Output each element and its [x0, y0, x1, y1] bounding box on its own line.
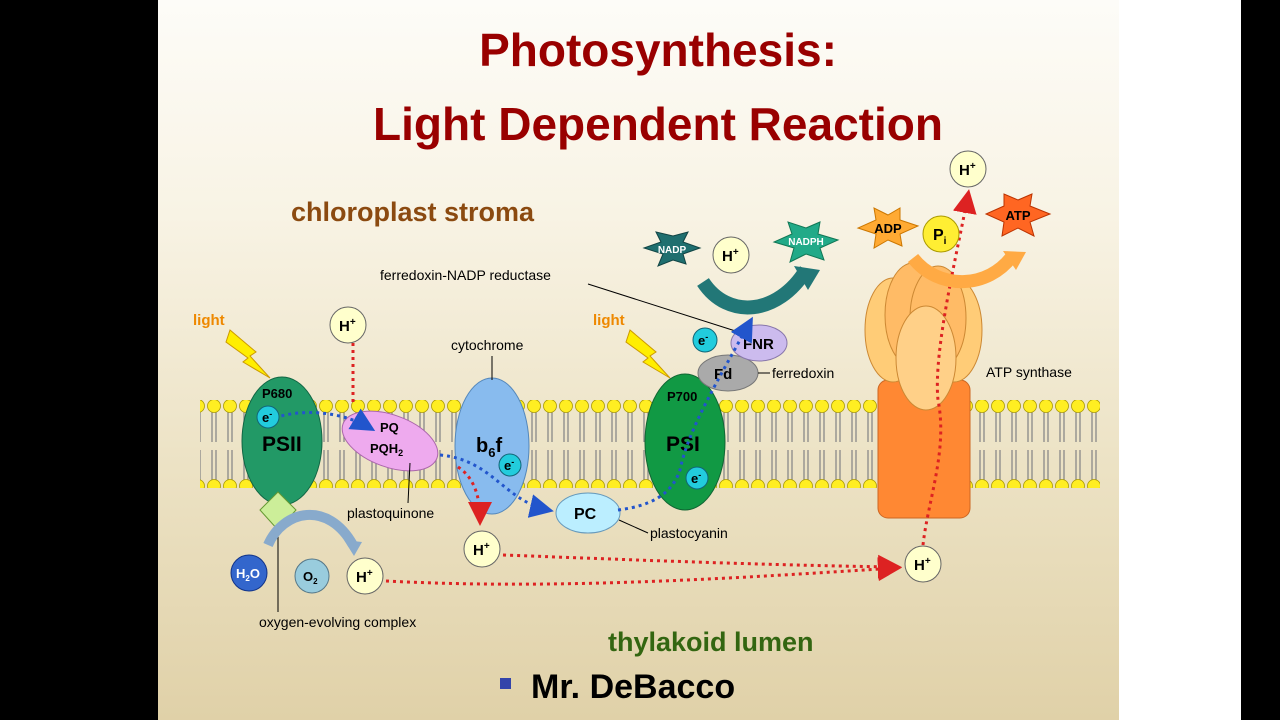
- fnr-pointer: [587, 283, 749, 336]
- proton-path-2: [385, 557, 902, 586]
- lightning-icon: [225, 329, 271, 379]
- nadp-label: NADP: [658, 245, 687, 256]
- electron-path-pc-fnr: [617, 316, 753, 512]
- plastocyanin-shape: [555, 492, 621, 534]
- atp-burst: [984, 193, 1052, 237]
- p680-label: P680: [262, 386, 292, 401]
- ferredoxin-label: ferredoxin: [772, 365, 834, 381]
- svg-text:e-: e-: [698, 332, 708, 348]
- pi-label: Pi: [933, 227, 947, 247]
- atp-synthase-label: ATP synthase: [986, 364, 1072, 380]
- oec-label: oxygen-evolving complex: [259, 614, 416, 630]
- proton-path-atp-synthase: [921, 189, 977, 546]
- atp-label: ATP: [1005, 208, 1030, 223]
- nadp-burst: [642, 231, 702, 267]
- slide: Photosynthesis: Light Dependent Reaction…: [158, 0, 1119, 720]
- nadph-burst: [772, 221, 840, 263]
- h2o-label: H2O: [236, 566, 260, 583]
- plastocyanin-label: plastocyanin: [650, 525, 728, 541]
- lumen-label: thylakoid lumen: [608, 627, 814, 657]
- svg-text:H+: H+: [722, 247, 739, 265]
- nadph-arrow: [697, 266, 812, 315]
- fnr-name-label: ferredoxin-NADP reductase: [380, 267, 551, 283]
- fnr-label: FNR: [743, 336, 774, 353]
- svg-text:e-: e-: [262, 409, 272, 425]
- atp-arrow: [907, 250, 1019, 289]
- plastoquinone-pointer: [407, 462, 411, 504]
- lightning-icon: [625, 329, 671, 379]
- proton-path-1: [502, 553, 902, 579]
- svg-text:e-: e-: [504, 457, 514, 473]
- h-plus-atp-synthase-in: H+: [904, 545, 942, 583]
- bullet-icon: [500, 678, 511, 689]
- author-name: Mr. DeBacco: [531, 668, 735, 706]
- electron-fd: e-: [692, 327, 718, 353]
- pc-label: PC: [574, 506, 597, 523]
- cytochrome-label: cytochrome: [451, 337, 524, 353]
- plastoquinone-label: plastoquinone: [347, 505, 434, 521]
- o2-label: O2: [303, 569, 318, 586]
- b6f-label: b6f: [476, 435, 502, 460]
- water-split-arrow: [263, 510, 358, 548]
- electron-b6f: e-: [498, 453, 522, 477]
- svg-text:H+: H+: [473, 541, 490, 559]
- psi-label: PSI: [666, 433, 700, 456]
- svg-text:H+: H+: [914, 556, 931, 574]
- psii-label: PSII: [262, 433, 302, 456]
- pq-label: PQ: [380, 420, 399, 435]
- electron-psii: e-: [256, 405, 280, 429]
- atp-synthase: [864, 262, 983, 519]
- stroma-label: chloroplast stroma: [291, 197, 535, 227]
- h-plus-stroma-pq: H+: [329, 306, 367, 344]
- h-plus-oec: H+: [346, 557, 384, 595]
- atp-arrowhead: [1003, 251, 1026, 270]
- light-label-1: light: [193, 312, 225, 329]
- h-plus-lumen: H+: [463, 530, 501, 568]
- adp-label: ADP: [874, 221, 902, 236]
- h-plus-nadph: H+: [712, 236, 750, 274]
- adp-burst: [856, 207, 920, 249]
- diagram: Photosynthesis: Light Dependent Reaction…: [193, 24, 1100, 706]
- svg-text:H+: H+: [356, 568, 373, 586]
- pi-circle: [922, 215, 960, 253]
- title-line-1: Photosynthesis:: [479, 24, 837, 76]
- h2o-circle: [230, 554, 268, 592]
- electron-path-psii-pq: [267, 408, 376, 432]
- svg-text:e-: e-: [691, 470, 701, 486]
- title-line-2: Light Dependent Reaction: [373, 98, 943, 150]
- svg-text:H+: H+: [339, 317, 356, 335]
- svg-text:H+: H+: [959, 161, 976, 179]
- light-label-2: light: [593, 312, 625, 329]
- plastocyanin-pointer: [618, 519, 649, 534]
- h-plus-atp-synthase-out: H+: [949, 150, 987, 188]
- nadph-arrowhead: [794, 266, 820, 290]
- electron-path-pq-pc: [439, 453, 554, 518]
- water-split-arrowhead: [344, 540, 362, 556]
- p700-label: P700: [667, 389, 697, 404]
- electron-psi: e-: [685, 466, 709, 490]
- left-letterbox: [0, 0, 158, 720]
- right-letterbox: [1241, 0, 1280, 720]
- o2-circle: [294, 558, 330, 594]
- pqh2-label: PQH2: [370, 441, 403, 458]
- nadph-label: NADPH: [788, 237, 824, 248]
- right-margin: [1119, 0, 1241, 720]
